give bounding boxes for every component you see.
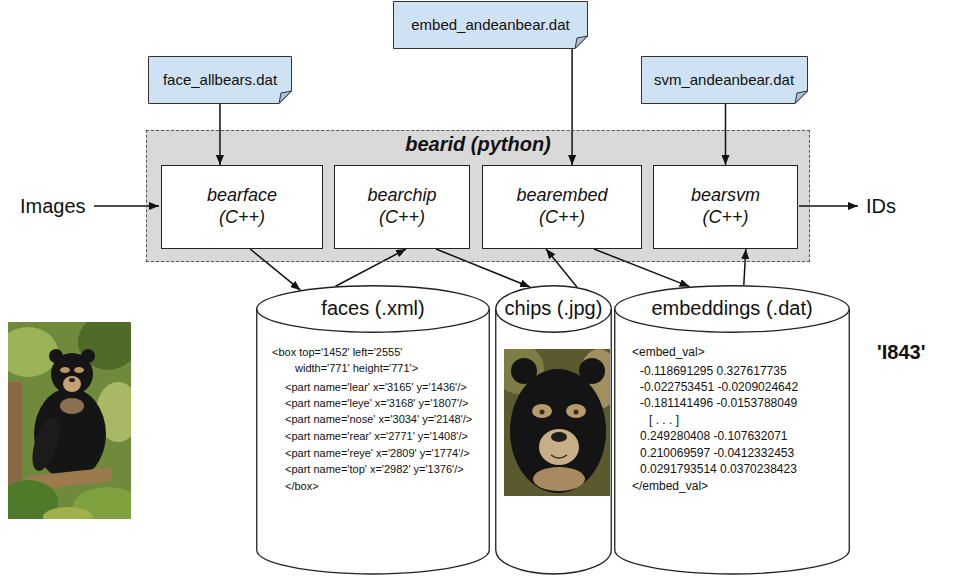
cylinder-top [496,286,612,333]
flow-arrow [546,249,577,287]
data-store: embeddings (.dat) <embed_val> -0.118691295… [614,285,850,575]
flow-arrow [725,104,727,165]
code-line: 0.0291793514 0.0370238423 [640,462,797,477]
file-body [149,57,292,104]
code-line: <embed_val> [632,345,705,360]
io-label: Images [20,195,86,218]
cylinder-top [257,286,490,333]
code-line: -0.181141496 -0.0153788049 [640,396,797,411]
file-fold [279,91,292,104]
store-title: faces (.xml) [256,297,490,320]
bear-photo [8,322,131,519]
io-label: IDs [866,195,896,218]
input-arrow [94,205,159,207]
code-line: </embed_val> [632,479,708,494]
module-name: bearchip (C++) [367,185,436,228]
flow-arrow [250,249,300,290]
code-line: <part name='lear' x='3165' y='1436'/> [285,381,467,395]
code-line: </box> [285,480,319,494]
code-line: width='771' height='771'> [295,362,418,376]
python-package: bearid (python) bearface (C++) bearchip (C… [146,130,810,262]
flow-arrow [336,249,407,286]
cylinder-top [615,286,850,333]
file-body [394,2,588,49]
data-file: embed_andeanbear.dat [393,1,588,49]
cpp-module: bearembed (C++) [482,165,642,249]
flow-arrow [744,249,746,285]
code-line: <part name='leye' x='3168' y='1807'/> [285,397,469,411]
file-fold [575,36,588,49]
cylinder-body [257,309,490,574]
package-title: bearid (python) [401,133,555,156]
chip-photo [504,349,610,496]
store-title: embeddings (.dat) [614,297,850,320]
code-line: -0.118691295 0.327617735 [640,364,787,379]
code-line: <box top='1452' left='2555' [272,346,402,360]
data-file: svm_andeanbear.dat [641,56,808,104]
flow-arrow [571,49,573,165]
flow-arrow [594,249,690,287]
cylinder-body [496,309,612,574]
cylinder-shape [495,285,612,575]
file-name: face_allbears.dat [163,71,277,88]
flow-arrow [436,249,530,287]
id-label: 'I843' [877,341,925,364]
code-line: <part name='nose' x='3034' y='2148'/> [285,413,472,427]
code-line: 0.210069597 -0.0412332453 [640,446,794,461]
module-name: bearface (C++) [207,185,277,228]
module-name: bearembed (C++) [516,185,607,228]
file-name: embed_andeanbear.dat [411,16,569,33]
data-store: faces (.xml) <box top='1452' left='2555' w… [256,285,490,575]
flow-arrow [219,104,221,165]
data-file: face_allbears.dat [148,56,292,104]
file-body [641,57,807,104]
data-store: chips (.jpg) [495,285,612,575]
cylinder-body [615,309,850,574]
store-title: chips (.jpg) [495,297,612,320]
cpp-module: bearsvm (C++) [653,165,798,249]
code-line: -0.022753451 -0.0209024642 [640,380,798,395]
code-line: [ . . . ] [649,413,679,428]
cpp-module: bearface (C++) [161,165,323,249]
file-fold [795,91,808,104]
output-arrow [799,205,858,207]
code-line: <part name='reye' x='2809' y='1774'/> [285,447,470,461]
code-line: 0.249280408 -0.107632071 [640,429,787,444]
file-name: svm_andeanbear.dat [654,71,794,88]
code-line: <part name='top' x='2982' y='1376'/> [285,463,464,477]
code-line: <part name='rear' x='2771' y='1408'/> [285,430,468,444]
cpp-module: bearchip (C++) [334,165,470,249]
module-name: bearsvm (C++) [691,185,760,228]
